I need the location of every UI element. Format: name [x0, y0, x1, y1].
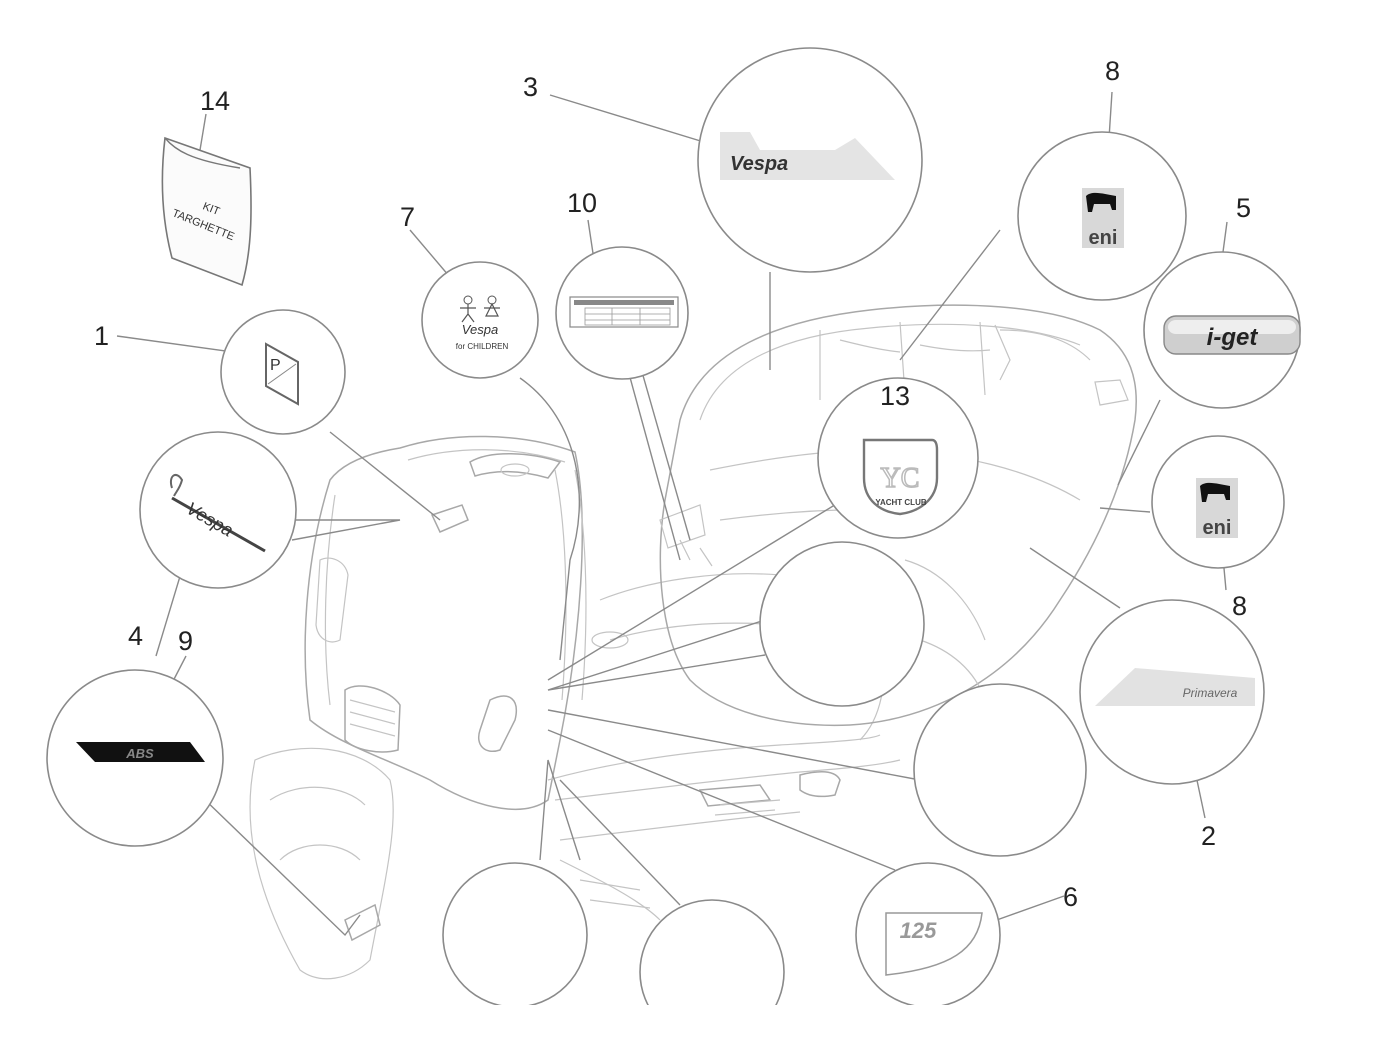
num125-text: 125 [900, 918, 937, 943]
callout-9: 9 [178, 626, 193, 656]
part-7-children-decal: Vespa for CHILDREN [456, 295, 509, 351]
bubble-4 [139, 431, 297, 589]
callout-8-top: 8 [1105, 56, 1120, 86]
detail-bubbles [46, 47, 1301, 1045]
part-8-eni-bottom: eni [1196, 478, 1238, 539]
p-plate-letter: P [270, 357, 281, 374]
part-6-125-decal: 125 [885, 912, 983, 976]
callout-numbers: 14 1 3 7 10 8 5 13 4 9 8 2 6 [94, 56, 1251, 912]
bubble-empty-2 [913, 683, 1087, 857]
iget-text: i-get [1207, 324, 1259, 351]
eni-bottom-text: eni [1203, 517, 1232, 539]
children-subtext: for CHILDREN [456, 342, 509, 351]
callout-14: 14 [200, 86, 230, 116]
callout-2: 2 [1201, 821, 1216, 851]
abs-text: ABS [125, 746, 154, 761]
callout-13: 13 [880, 381, 910, 411]
children-vespa-text: Vespa [462, 322, 498, 337]
bubble-empty-3 [442, 862, 588, 1008]
bubble-7 [421, 261, 539, 379]
vespa-decal-text: Vespa [730, 153, 788, 175]
part-5-iget-badge: i-get [1163, 315, 1301, 355]
callout-8-bottom: 8 [1232, 591, 1247, 621]
callout-1: 1 [94, 321, 109, 351]
callout-5: 5 [1236, 193, 1251, 223]
part-3-vespa-decal: Vespa [720, 132, 895, 180]
part-14-kit-bag: KIT TARGHETTE [161, 136, 252, 287]
callout-4: 4 [128, 621, 143, 651]
part-1-p-plate: P [265, 342, 299, 406]
scooter-body [249, 304, 1137, 980]
part-10-pressure-label [569, 296, 679, 328]
yc-monogram: YC [881, 463, 920, 494]
part-9-abs-decal: ABS [76, 742, 205, 762]
eni-top-text: eni [1089, 227, 1118, 249]
yacht-club-text: YACHT CLUB [875, 498, 926, 507]
callout-10: 10 [567, 188, 597, 218]
primavera-text: Primavera [1183, 686, 1238, 700]
part-2-primavera-decal: Primavera [1095, 668, 1255, 706]
callout-7: 7 [400, 202, 415, 232]
part-8-eni-top: eni [1082, 188, 1124, 249]
part-13-yacht-club-badge: YC YACHT CLUB [862, 438, 939, 516]
callout-6: 6 [1063, 882, 1078, 912]
callout-3: 3 [523, 72, 538, 102]
bubble-empty-1 [759, 541, 925, 707]
